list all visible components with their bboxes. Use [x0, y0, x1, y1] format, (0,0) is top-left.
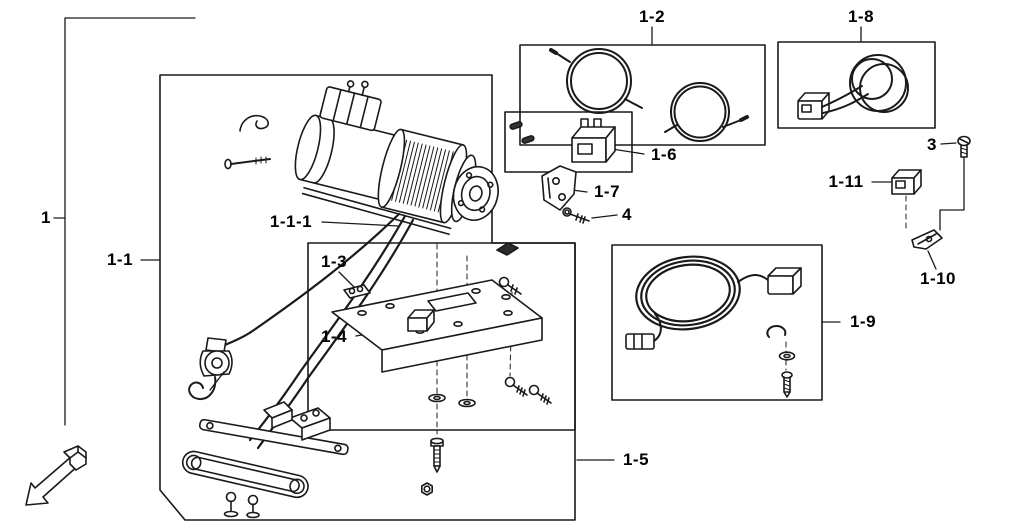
fairlead-bracket	[289, 407, 331, 441]
screw-3	[957, 135, 971, 158]
hook	[188, 376, 217, 401]
box-1-2	[519, 44, 766, 146]
label-part-1-10: 1-10	[919, 269, 957, 288]
key-pin	[521, 135, 535, 144]
hook-shackle	[205, 337, 227, 353]
bracket-1-10	[911, 229, 943, 250]
washer	[428, 393, 446, 403]
key-pin	[509, 121, 523, 130]
fairlead-bolts	[223, 491, 260, 519]
hex-nut	[420, 482, 434, 496]
box-1-3	[307, 242, 576, 431]
plate-center-bracket	[407, 309, 435, 332]
bracket-part-1	[64, 17, 196, 426]
winch-tie-rods	[301, 186, 452, 236]
label-part-1-9: 1-9	[849, 312, 877, 331]
direction-arrow-icon	[25, 445, 87, 506]
harness-connector	[767, 267, 802, 295]
cotter-pin	[239, 114, 269, 132]
remote-harness-kit	[797, 54, 909, 120]
mounting-plate-assembly	[331, 242, 543, 373]
label-part-1-3: 1-3	[320, 252, 348, 271]
rubber-stopper	[496, 242, 519, 256]
small-connector	[625, 333, 655, 350]
fastener-hardware	[224, 114, 552, 496]
label-part-1-11: 1-11	[828, 172, 864, 191]
hook-cable	[219, 212, 401, 349]
cable-tensioner-bracket	[263, 401, 293, 429]
angled-bolt	[528, 384, 552, 405]
pulley-wheel	[204, 350, 230, 376]
label-part-3: 3	[927, 135, 937, 154]
box-1-8	[777, 41, 936, 129]
plate-holes	[357, 287, 513, 334]
coiled-cable	[635, 255, 741, 331]
label-part-1-1-1: 1-1-1	[269, 212, 313, 231]
fairlead-assembly	[181, 401, 349, 519]
switch-harness-kit	[625, 255, 802, 398]
hex-bolt-vertical	[430, 437, 444, 473]
hook-latch	[209, 371, 225, 391]
plate-side-bracket	[343, 284, 371, 299]
washer	[458, 398, 476, 408]
plate-bolt	[498, 276, 522, 295]
contactor-box	[571, 118, 616, 163]
contactor-kit	[509, 118, 616, 163]
winch-drum	[377, 128, 468, 224]
label-part-4: 4	[622, 205, 632, 224]
label-part-1: 1	[41, 208, 51, 227]
cable-loops-kit	[549, 48, 749, 142]
label-part-1-5: 1-5	[622, 450, 650, 469]
winch-unit	[294, 80, 499, 236]
washer	[778, 351, 796, 361]
group-boxes	[159, 41, 936, 521]
bracket-1-7	[541, 165, 577, 211]
roller-fairlead	[181, 450, 309, 499]
plate-slot	[427, 292, 477, 312]
fairlead-mount-bar	[198, 418, 349, 456]
diagram-linework	[25, 17, 971, 521]
winch-control-box	[319, 80, 382, 132]
mounting-screw	[781, 371, 793, 398]
connector-1-11	[891, 169, 922, 195]
harness-cables	[821, 54, 909, 114]
label-part-1-7: 1-7	[593, 182, 621, 201]
long-screw	[224, 156, 271, 170]
screw-4	[562, 207, 590, 224]
label-part-1-4: 1-4	[320, 327, 348, 346]
winch-gear-housing	[450, 154, 499, 223]
hook-assembly	[188, 337, 233, 401]
label-part-1-2: 1-2	[638, 7, 666, 26]
label-part-1-6: 1-6	[650, 145, 678, 164]
plate-front-face	[381, 317, 543, 373]
line-3-to-1-10	[939, 156, 965, 231]
label-part-1-1: 1-1	[106, 250, 134, 269]
label-part-1-8: 1-8	[847, 7, 875, 26]
angled-bolt	[504, 376, 528, 397]
retainer-clip	[766, 324, 787, 338]
